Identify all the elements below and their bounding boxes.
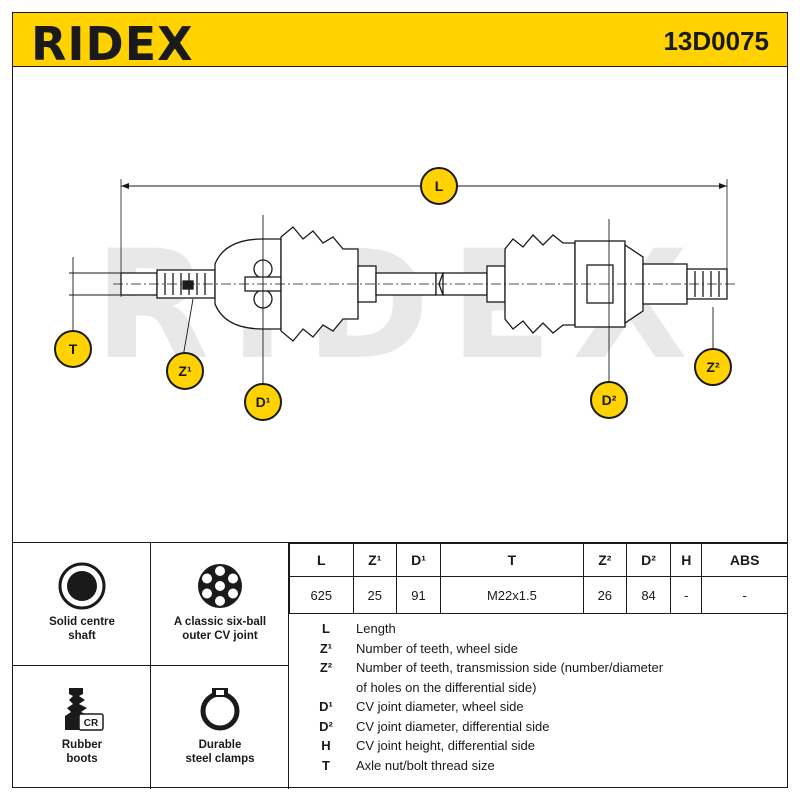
technical-drawing: RIDEX bbox=[12, 67, 788, 542]
feature-label: Durable bbox=[198, 739, 242, 751]
legend-text: Number of teeth, wheel side bbox=[356, 641, 518, 656]
solid-shaft-icon bbox=[58, 562, 106, 610]
legend-text: Axle nut/bolt thread size bbox=[356, 758, 495, 773]
spec-header-row: L Z¹ D¹ T Z² D² H ABS bbox=[289, 543, 788, 577]
arrow-left-icon bbox=[121, 183, 129, 189]
legend-text: of holes on the differential side) bbox=[356, 680, 537, 695]
spec-header: H bbox=[670, 543, 703, 577]
legend-symbol: Z² bbox=[319, 660, 333, 675]
cr-badge: CR bbox=[84, 718, 99, 729]
feature-label: Rubber bbox=[61, 739, 103, 751]
spec-header: D¹ bbox=[395, 543, 442, 577]
spec-value: 84 bbox=[625, 576, 672, 614]
feature-label: boots bbox=[66, 753, 98, 765]
spec-header: T bbox=[440, 543, 584, 577]
spec-value: M22x1.5 bbox=[440, 576, 584, 614]
brand-logo: RIDEX bbox=[31, 17, 194, 71]
legend-text: CV joint height, differential side bbox=[356, 738, 535, 753]
spec-header: D² bbox=[625, 543, 672, 577]
legend-text: CV joint diameter, differential side bbox=[356, 719, 550, 734]
feature-steel-clamps: Durable steel clamps bbox=[151, 666, 289, 789]
tag-Z1: Z¹ bbox=[166, 352, 204, 390]
spec-value: 25 bbox=[352, 576, 397, 614]
feature-solid-shaft: Solid centre shaft bbox=[13, 543, 151, 666]
spec-header: ABS bbox=[701, 543, 788, 577]
part-number: 13D0075 bbox=[663, 26, 769, 56]
rubber-boot-icon: CR bbox=[65, 688, 104, 731]
legend-text: CV joint diameter, wheel side bbox=[356, 699, 524, 714]
tag-D1: D¹ bbox=[244, 383, 282, 421]
legend-text: Number of teeth, transmission side (numb… bbox=[356, 660, 664, 675]
spec-header: L bbox=[289, 543, 354, 577]
tag-Z2: Z² bbox=[694, 348, 732, 386]
legend-symbol: D² bbox=[319, 719, 333, 734]
spec-value: 625 bbox=[289, 576, 354, 614]
spec-value: - bbox=[670, 576, 703, 614]
spec-value: - bbox=[701, 576, 788, 614]
legend-symbol: D¹ bbox=[319, 699, 333, 714]
specification-panel: Solid centre shaft A classic six-ball ou… bbox=[12, 542, 789, 789]
legend-symbol: H bbox=[321, 738, 331, 753]
tag-D2: D² bbox=[590, 381, 628, 419]
feature-label: shaft bbox=[68, 630, 96, 642]
feature-six-ball-joint: A classic six-ball outer CV joint bbox=[151, 543, 289, 666]
feature-label: outer CV joint bbox=[182, 630, 258, 642]
arrow-right-icon bbox=[719, 183, 727, 189]
legend-symbol: L bbox=[322, 621, 330, 636]
legend: L Length Z¹ Number of teeth, wheel side … bbox=[289, 613, 789, 789]
feature-label: steel clamps bbox=[185, 753, 255, 765]
spec-header: Z² bbox=[582, 543, 627, 577]
spec-header: Z¹ bbox=[352, 543, 397, 577]
spec-table: L Z¹ D¹ T Z² D² H ABS 625 25 91 M22x1.5 … bbox=[289, 543, 788, 614]
tag-T: T bbox=[54, 330, 92, 368]
legend-symbol: T bbox=[322, 758, 330, 773]
tag-L: L bbox=[420, 167, 458, 205]
header-bar: RIDEX 13D0075 bbox=[12, 12, 788, 71]
feature-label: Solid centre bbox=[49, 616, 115, 628]
spec-value: 91 bbox=[395, 576, 442, 614]
feature-label: A classic six-ball bbox=[173, 616, 267, 628]
spec-value: 26 bbox=[582, 576, 627, 614]
steel-clamp-icon bbox=[200, 688, 240, 731]
spec-value-row: 625 25 91 M22x1.5 26 84 - - bbox=[289, 576, 788, 614]
drive-shaft-diagram: RIDEX bbox=[69, 179, 735, 393]
legend-symbol: Z¹ bbox=[319, 641, 333, 656]
feature-rubber-boots: CR Rubber boots bbox=[13, 666, 151, 789]
six-ball-joint-icon bbox=[198, 564, 242, 608]
legend-text: Length bbox=[356, 621, 396, 636]
